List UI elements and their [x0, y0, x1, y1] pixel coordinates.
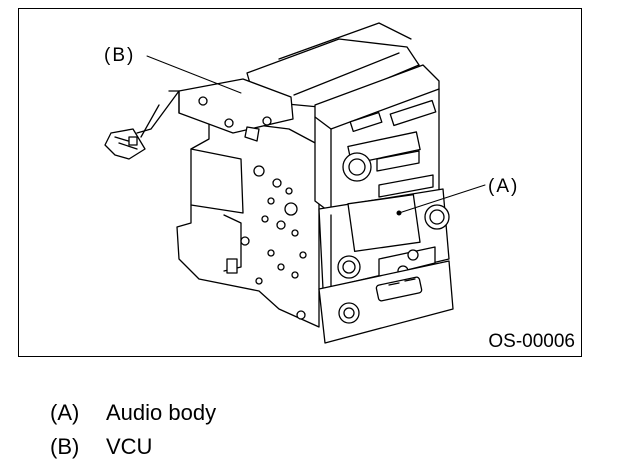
leader-lines [146, 55, 486, 216]
figure-code: OS-00006 [488, 331, 575, 352]
legend-text: Audio body [106, 400, 217, 425]
leader-line-b [146, 55, 242, 94]
chassis-side-plate [176, 118, 320, 328]
front-lower-section [318, 260, 454, 344]
front-upper-section [314, 64, 440, 214]
leader-dot-a [396, 210, 402, 216]
figure-frame: (B) (A) OS-00006 [18, 8, 582, 357]
callout-b: (B) [104, 45, 136, 66]
legend-key: (B) [50, 434, 80, 459]
legend: (A) Audio body (B) VCU [50, 396, 216, 464]
legend-text: VCU [106, 434, 153, 459]
audio-unit-illustration [104, 22, 486, 344]
side-plate-holes [226, 165, 307, 320]
legend-row: (B) VCU [50, 430, 216, 464]
leader-line-a [398, 184, 486, 214]
legend-row: (A) Audio body [50, 396, 216, 430]
vcu-connector [104, 128, 146, 160]
front-middle-section [318, 188, 450, 290]
legend-key: (A) [50, 400, 80, 425]
vcu-bracket [136, 78, 294, 142]
callout-a: (A) [488, 176, 520, 197]
